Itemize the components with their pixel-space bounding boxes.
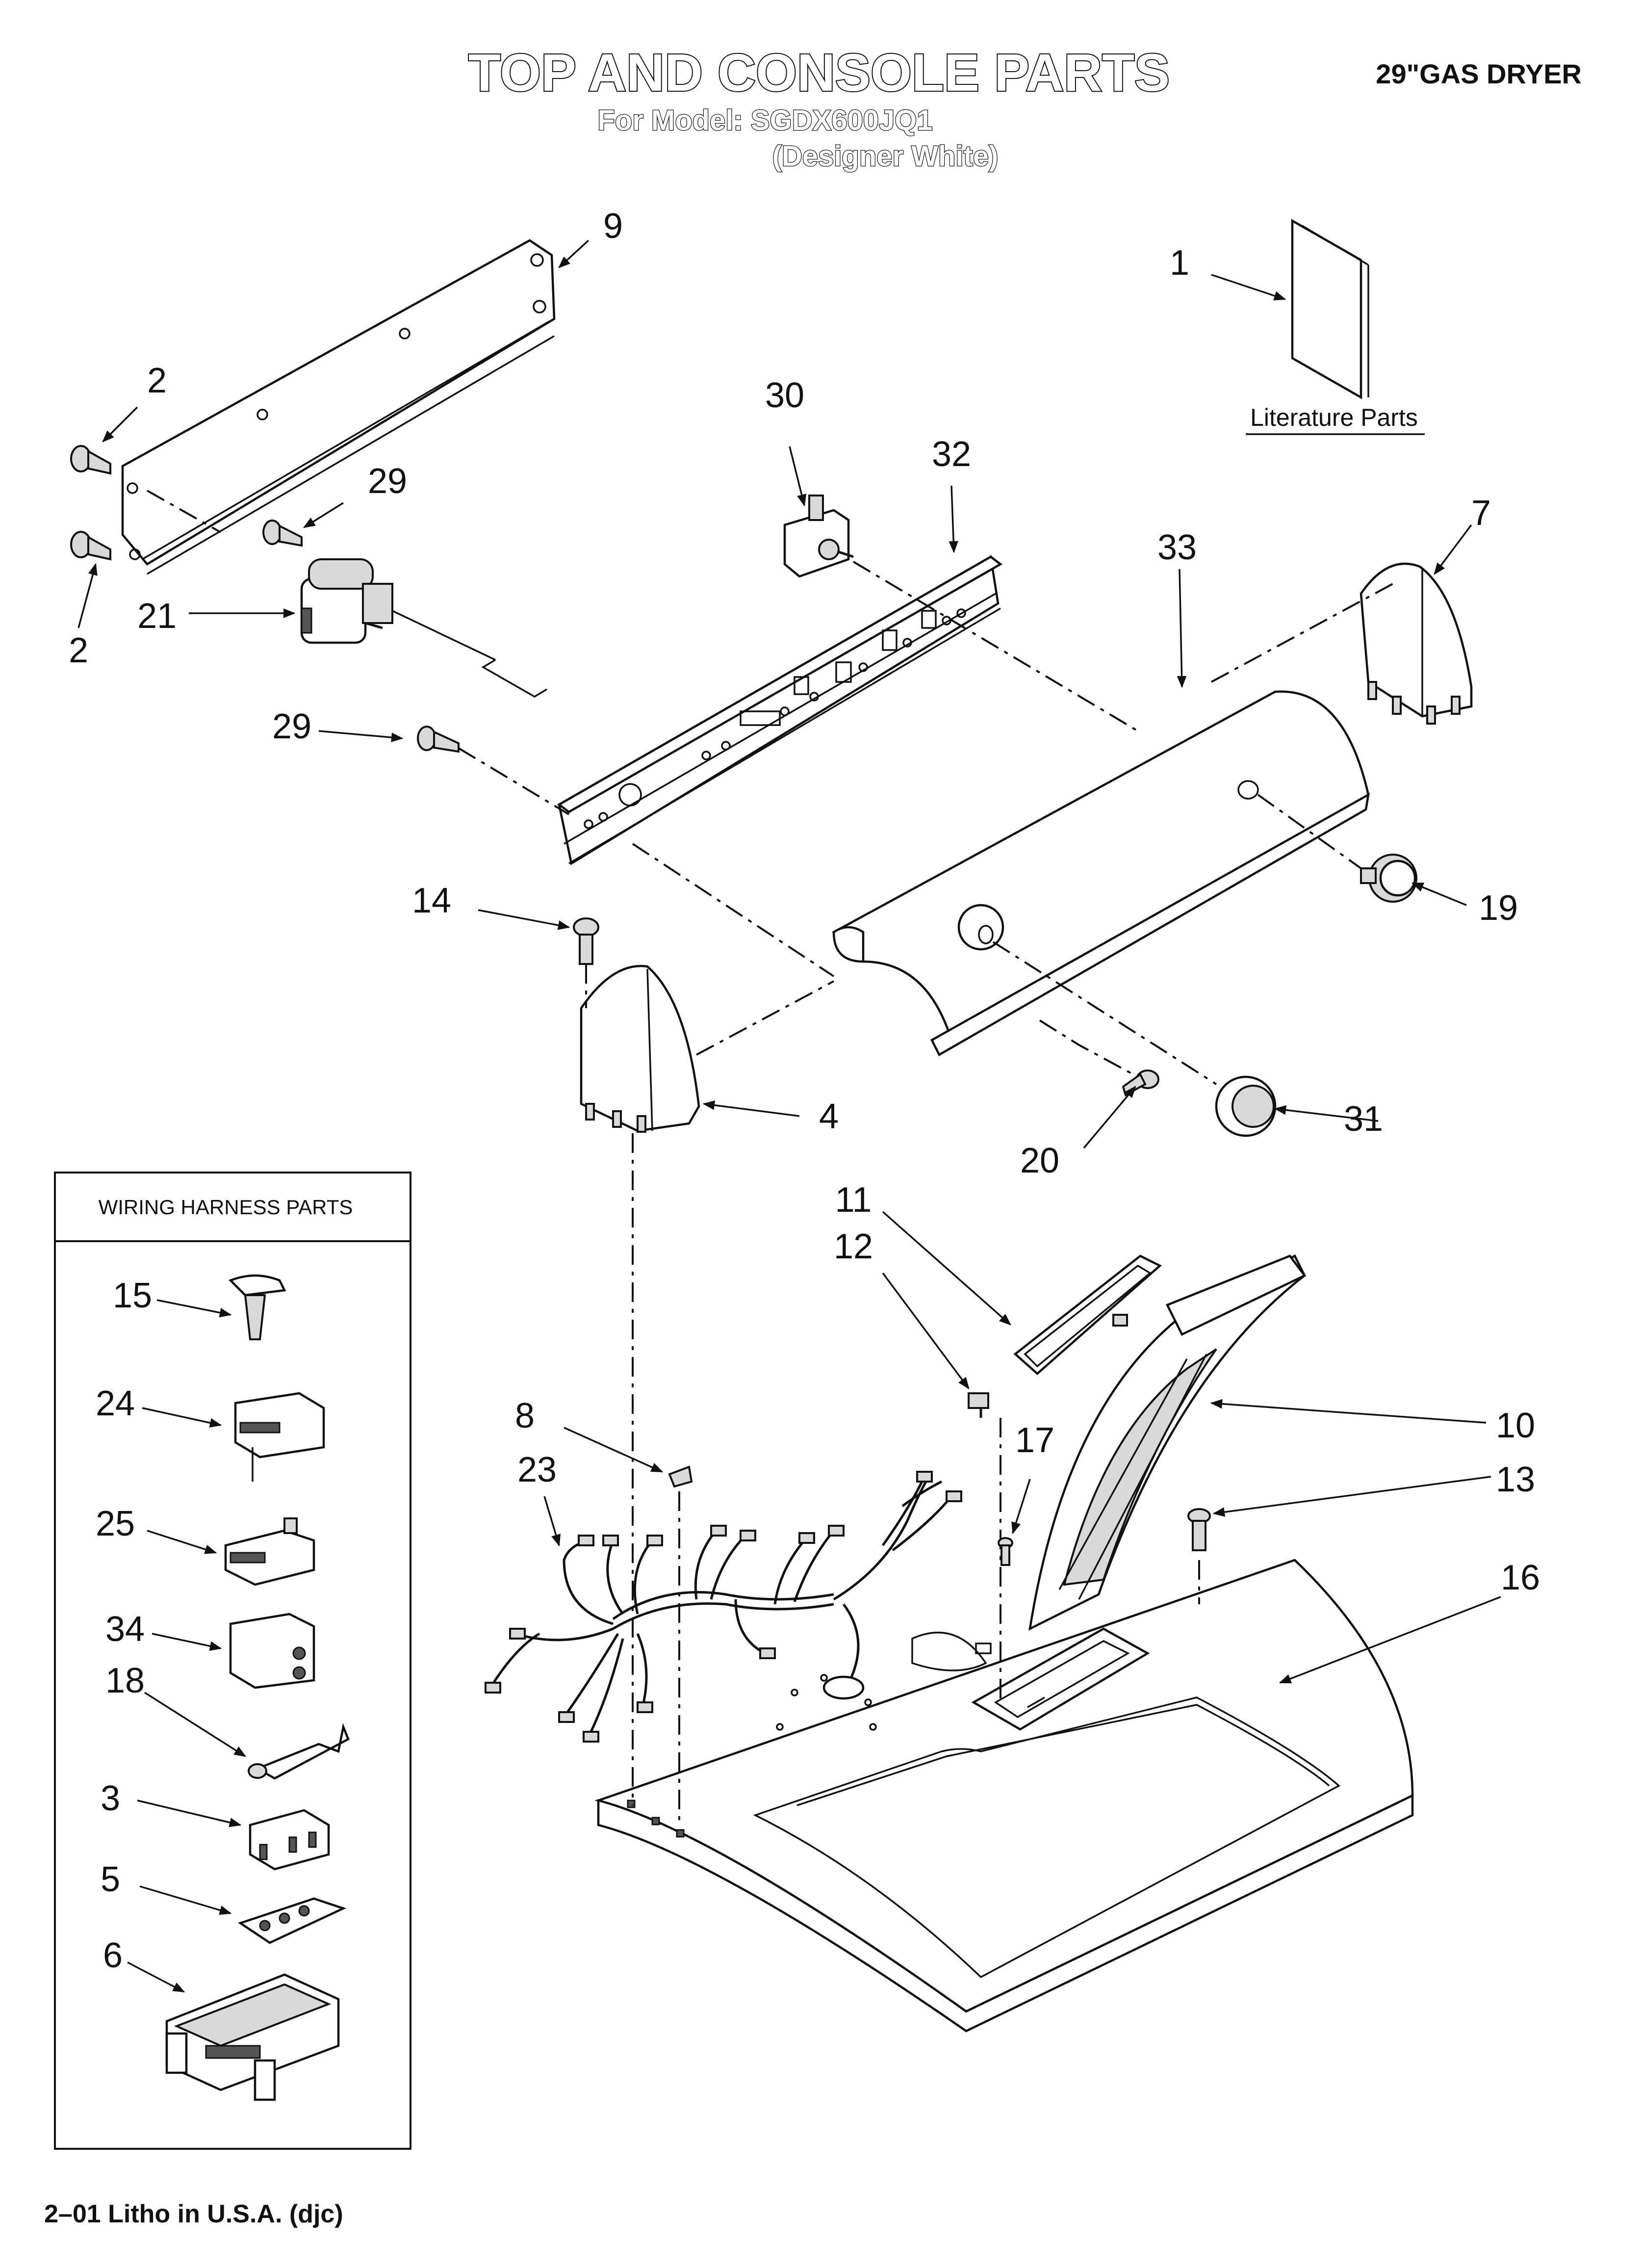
lint-duct <box>1028 1254 1307 1631</box>
callout-8: 8 <box>515 1396 535 1435</box>
timer-assembly <box>300 558 393 644</box>
connector-25 <box>224 1517 315 1586</box>
callout-6: 6 <box>103 1936 123 1975</box>
connector-3 <box>249 1809 330 1871</box>
callout-10: 10 <box>1496 1406 1535 1445</box>
callout-1: 1 <box>1170 243 1189 283</box>
callout-12: 12 <box>834 1227 873 1266</box>
literature-label: Literature Parts <box>1250 404 1418 431</box>
callout-14: 14 <box>412 881 451 920</box>
screw-20 <box>1122 1069 1159 1096</box>
console <box>832 690 1370 1057</box>
connector-5 <box>237 1897 347 1944</box>
screw-29-lower <box>417 726 460 753</box>
callout-21: 21 <box>137 597 177 636</box>
callout-24: 24 <box>96 1384 135 1423</box>
callout-15: 15 <box>113 1276 152 1315</box>
control-panel <box>557 555 1003 865</box>
callout-19: 19 <box>1479 888 1518 928</box>
knob-31 <box>1215 1075 1277 1137</box>
product-label: 29"GAS DRYER <box>1376 58 1582 89</box>
screw-2-bottom <box>70 531 111 561</box>
wiring-box <box>54 1172 411 2150</box>
callout-20: 20 <box>1020 1141 1059 1180</box>
rear-console-panel <box>121 239 556 575</box>
lint-screen <box>1013 1254 1162 1376</box>
callout-2-top: 2 <box>147 361 167 400</box>
callout-32: 32 <box>932 435 971 474</box>
duct-opening <box>971 1627 1150 1731</box>
page-title: TOP AND CONSOLE PARTS <box>468 43 1170 102</box>
screw-29-upper <box>262 520 303 547</box>
terminal-18 <box>248 1723 350 1780</box>
screw-13 <box>1187 1508 1211 1551</box>
callout-29-upper: 29 <box>368 462 407 501</box>
callout-11: 11 <box>835 1180 872 1220</box>
callout-5: 5 <box>101 1860 120 1899</box>
clip-8 <box>668 1465 693 1488</box>
dryer-top <box>594 1559 1414 2033</box>
connector-6 <box>165 1973 340 2101</box>
knob-19 <box>1360 854 1417 903</box>
callout-23: 23 <box>517 1450 557 1489</box>
connector-34 <box>229 1613 315 1689</box>
callout-30: 30 <box>765 376 804 415</box>
callout-31: 31 <box>1344 1099 1383 1139</box>
callout-9: 9 <box>603 207 623 246</box>
callout-18: 18 <box>105 1661 145 1700</box>
connector-24 <box>234 1392 325 1482</box>
callout-7: 7 <box>1471 494 1491 533</box>
callout-17: 17 <box>1015 1421 1054 1460</box>
color-line: (Designer White) <box>772 140 999 172</box>
callout-2-bottom: 2 <box>69 631 88 670</box>
callout-33: 33 <box>1157 528 1197 567</box>
literature-booklet <box>1291 219 1369 399</box>
screw-2-top <box>70 445 111 475</box>
callout-34: 34 <box>105 1610 145 1649</box>
callout-25: 25 <box>96 1504 135 1543</box>
end-cap-left <box>580 965 700 1133</box>
screw-14 <box>573 917 599 965</box>
end-cap-right <box>1360 562 1473 725</box>
wiring-box-title: WIRING HARNESS PARTS <box>99 1196 353 1219</box>
callout-4: 4 <box>819 1097 839 1136</box>
harness-clip-15 <box>228 1274 286 1340</box>
model-line: For Model: SGDX600JQ1 <box>597 104 932 136</box>
leader-lines <box>77 239 1501 1993</box>
screw-17 <box>998 1537 1013 1566</box>
clip-12 <box>968 1392 989 1418</box>
callout-13: 13 <box>1496 1460 1535 1499</box>
callout-3: 3 <box>101 1779 120 1818</box>
wire-harness <box>485 1471 962 1743</box>
callout-16: 16 <box>1501 1558 1540 1597</box>
callout-29-lower: 29 <box>272 707 311 746</box>
footer-litho: 2–01 Litho in U.S.A. (djc) <box>44 2200 343 2228</box>
selector-switch <box>783 495 854 578</box>
